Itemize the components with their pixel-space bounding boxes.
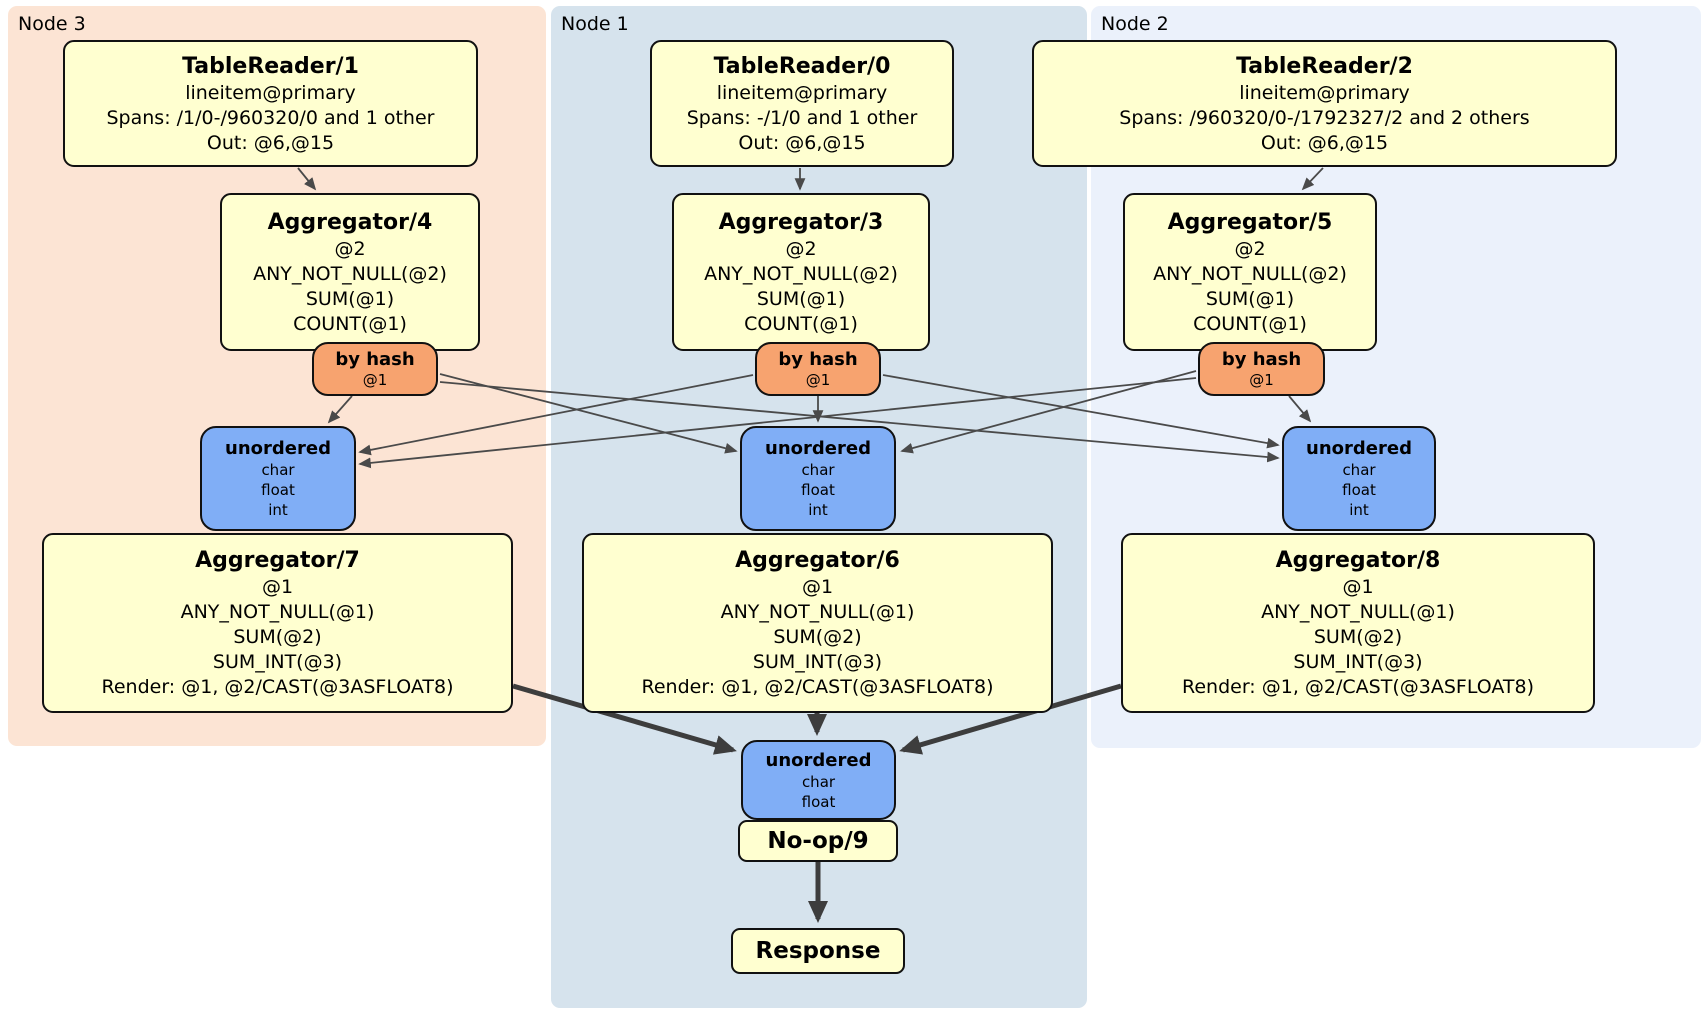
processor-title: TableReader/1 [182,53,359,79]
processor-title: TableReader/2 [1236,53,1413,79]
processor-title: Aggregator/5 [1167,209,1333,235]
sync-title: unordered [765,438,871,459]
agg-row: COUNT(@1) [744,312,858,335]
agg-row: ANY_NOT_NULL(@1) [1261,601,1455,623]
unordered-sync: unordered char float int [740,426,896,531]
spans-label: Spans: -/1/0 and 1 other [686,106,918,129]
agg-row: ANY_NOT_NULL(@2) [1153,262,1347,285]
index-label: lineitem@primary [185,81,356,104]
sync-stream: float [261,481,295,499]
agg-row: @1 [801,576,834,598]
agg-row: SUM(@2) [233,626,322,648]
index-label: lineitem@primary [716,81,888,104]
router-detail: @1 [362,371,388,389]
sync-stream: int [808,501,828,519]
agg-row: @2 [334,237,366,260]
agg-row: SUM_INT(@3) [1293,651,1423,673]
aggregator-box: Aggregator/8 @1 ANY_NOT_NULL(@1) SUM(@2)… [1121,533,1595,713]
processor-title: TableReader/0 [713,53,891,79]
aggregator-box: Aggregator/6 @1 ANY_NOT_NULL(@1) SUM(@2)… [582,533,1053,713]
agg-row: ANY_NOT_NULL(@1) [180,601,375,623]
processor-title: Aggregator/4 [267,209,433,235]
agg-row: @2 [785,237,817,260]
node-label: Node 3 [18,13,86,35]
router-title: by hash [778,349,858,370]
router-detail: @1 [805,371,831,389]
aggregator-box: Aggregator/4 @2 ANY_NOT_NULL(@2) SUM(@1)… [220,193,480,351]
router-title: by hash [335,349,415,370]
agg-row: SUM_INT(@3) [212,651,343,673]
unordered-sync: unordered char float int [200,426,356,531]
agg-row: @1 [261,576,294,598]
processor-title: Aggregator/6 [735,548,900,573]
sync-stream: int [1349,501,1369,519]
agg-row: SUM(@2) [1313,626,1403,648]
unordered-sync: unordered char float int [1282,426,1436,531]
agg-row: SUM(@2) [773,626,862,648]
agg-row: @2 [1234,237,1266,260]
sync-stream: char [261,461,295,479]
sync-stream: int [268,501,288,519]
agg-row: ANY_NOT_NULL(@2) [253,262,447,285]
sync-title: unordered [225,438,331,459]
agg-row: ANY_NOT_NULL(@1) [720,601,915,623]
hash-router: by hash @1 [1198,342,1325,396]
aggregator-box: Aggregator/5 @2 ANY_NOT_NULL(@2) SUM(@1)… [1123,193,1377,351]
sync-stream: char [1342,461,1376,479]
out-label: Out: @6,@15 [1260,131,1389,154]
table-reader-box: TableReader/0 lineitem@primary Spans: -/… [650,40,954,167]
sync-stream: char [801,461,835,479]
aggregator-box: Aggregator/7 @1 ANY_NOT_NULL(@1) SUM(@2)… [42,533,513,713]
processor-title: Aggregator/7 [195,548,360,573]
out-label: Out: @6,@15 [738,131,866,154]
index-label: lineitem@primary [1239,81,1410,104]
agg-row: COUNT(@1) [293,312,407,335]
sync-stream: float [801,481,835,499]
agg-row: Render: @1, @2/CAST(@3ASFLOAT8) [101,676,454,698]
unordered-sync-final: unordered char float [741,740,896,820]
aggregator-box: Aggregator/3 @2 ANY_NOT_NULL(@2) SUM(@1)… [672,193,930,351]
sync-stream: char [801,772,836,791]
processor-title: Aggregator/3 [718,209,884,235]
spans-label: Spans: /960320/0-/1792327/2 and 2 others [1119,106,1530,129]
agg-row: Render: @1, @2/CAST(@3ASFLOAT8) [641,676,994,698]
agg-row: SUM(@1) [305,287,395,310]
table-reader-box: TableReader/1 lineitem@primary Spans: /1… [63,40,478,167]
out-label: Out: @6,@15 [206,131,335,154]
spans-label: Spans: /1/0-/960320/0 and 1 other [106,106,435,129]
sync-title: unordered [765,749,872,771]
sync-stream: float [1342,481,1376,499]
agg-row: SUM(@1) [756,287,846,310]
node-label: Node 2 [1101,13,1169,35]
agg-row: Render: @1, @2/CAST(@3ASFLOAT8) [1182,676,1534,698]
agg-row: @1 [1342,576,1374,598]
sync-title: unordered [1306,438,1412,459]
agg-row: COUNT(@1) [1193,312,1307,335]
router-title: by hash [1221,349,1302,370]
agg-row: SUM(@1) [1205,287,1295,310]
hash-router: by hash @1 [312,342,438,396]
processor-title: Aggregator/8 [1275,548,1441,573]
sync-stream: float [801,792,836,811]
hash-router: by hash @1 [755,342,881,396]
agg-row: SUM_INT(@3) [752,651,883,673]
response-box: Response [731,928,905,974]
agg-row: ANY_NOT_NULL(@2) [704,262,898,285]
router-detail: @1 [1249,371,1274,389]
node-label: Node 1 [561,13,629,35]
noop-box: No-op/9 [738,820,898,862]
table-reader-box: TableReader/2 lineitem@primary Spans: /9… [1032,40,1617,167]
